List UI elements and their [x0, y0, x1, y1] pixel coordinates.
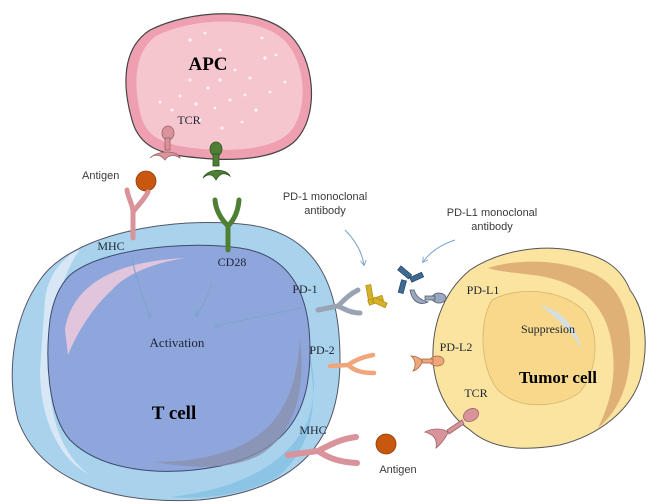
pd1-inhibition-arrow	[215, 307, 303, 326]
apc-tcr-label: TCR	[177, 113, 200, 127]
antigen-top-label: Antigen	[82, 170, 119, 182]
mhc-bottom-label: MHC	[299, 423, 326, 437]
pdl1-ligand	[409, 289, 447, 304]
apc-cd28-ligand	[202, 141, 232, 181]
pd2-receptor	[327, 352, 377, 376]
mhc-top-label: MHC	[97, 239, 124, 253]
pdl2-ligand	[409, 355, 445, 372]
pd1-antibody-label-line1: PD-1 monoclonal	[283, 191, 367, 203]
tumor-cell: Suppresion Tumor cell PD-L1 PD-L2 TCR	[432, 247, 646, 449]
antigen-bottom-label: Antigen	[379, 464, 416, 476]
pd1-receptor	[315, 287, 363, 316]
pdl1-antibody-arrow	[423, 239, 456, 262]
pd2-label: PD-2	[309, 343, 334, 357]
pdl1-label: PD-L1	[467, 283, 500, 297]
mhc-bottom-receptor	[285, 434, 360, 466]
pdl2-label: PD-L2	[440, 340, 473, 354]
pd1-antibody-label-line2: antibody	[304, 205, 346, 217]
tumor-cell-label: Tumor cell	[519, 368, 597, 387]
apc-cell: APC TCR	[125, 13, 313, 160]
antigen-bottom	[375, 433, 397, 455]
pdl1-antibody-label-line1: PD-L1 monoclonal	[447, 207, 538, 219]
apc-speckles	[158, 31, 287, 130]
cd28-activation-arrow	[196, 282, 213, 316]
apc-tcr-receptor	[149, 125, 181, 161]
suppresion-label: Suppresion	[521, 322, 575, 336]
antigen-top	[135, 170, 157, 192]
pdl1-antibody-icon	[397, 265, 425, 295]
pd1-antibody-icon	[365, 284, 388, 309]
pd1-antibody-arrow	[344, 229, 364, 265]
apc-label: APC	[188, 54, 227, 75]
tumor-tcr-receptor	[423, 408, 479, 449]
activation-label: Activation	[150, 335, 205, 350]
t-cell: T cell Activation MHC CD28 PD-1 PD-2 MHC	[11, 222, 341, 502]
mhc-top-receptor	[124, 187, 151, 241]
tumor-tcr-label: TCR	[464, 386, 487, 400]
t-cell-label: T cell	[152, 403, 197, 424]
cd28-label: CD28	[218, 255, 247, 269]
pdl1-antibody-label-line2: antibody	[471, 221, 513, 233]
pd1-label: PD-1	[292, 282, 317, 296]
cd28-receptor	[212, 197, 242, 253]
mhc-activation-arrow	[131, 257, 150, 317]
